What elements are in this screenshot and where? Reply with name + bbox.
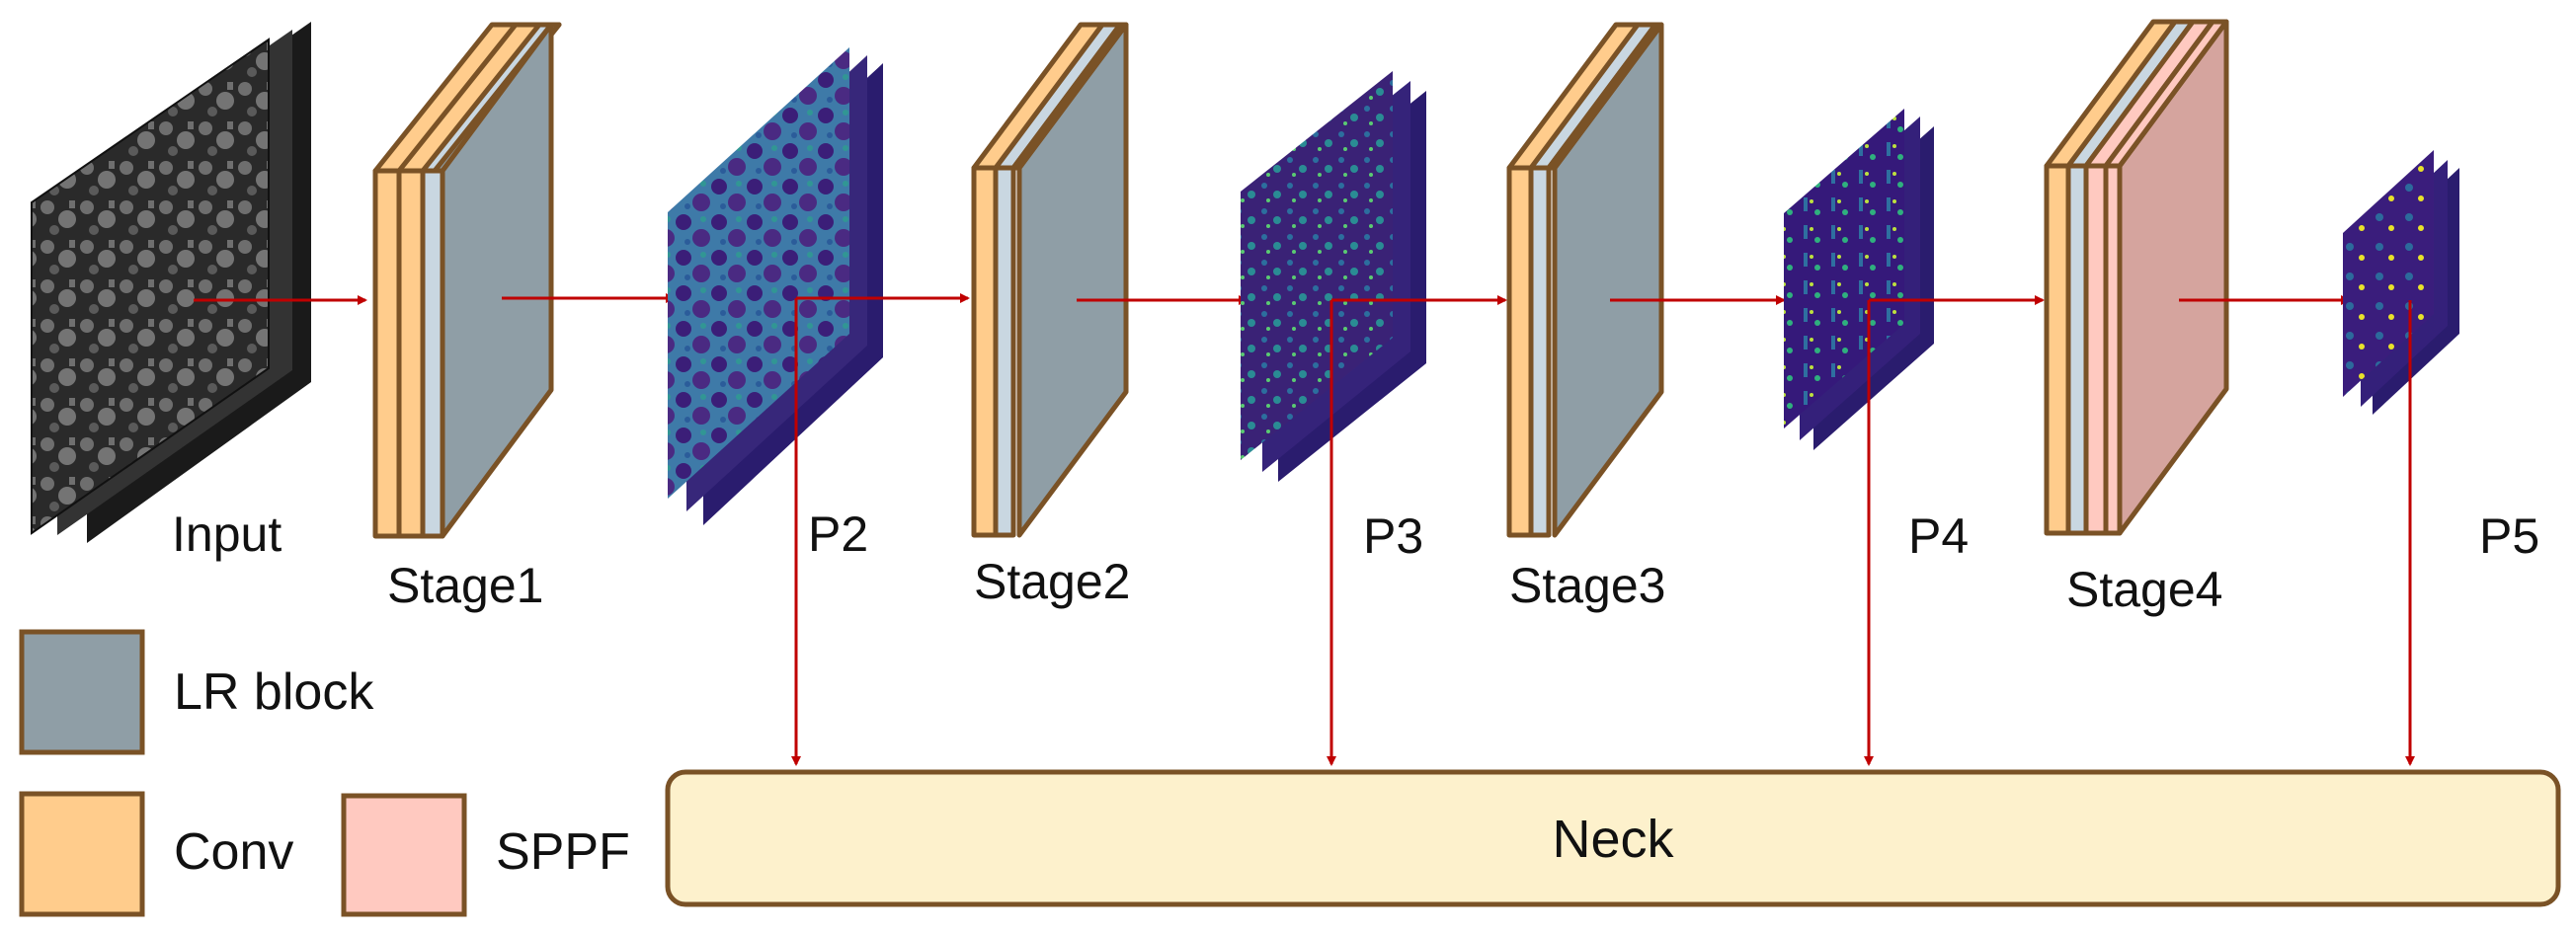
legend-lr-block-label: LR block: [174, 663, 374, 721]
legend-sppf-swatch: [341, 793, 467, 917]
stage3-label: Stage3: [1509, 558, 1665, 613]
stage4-block: [2044, 19, 2229, 536]
legend-conv-swatch: [19, 791, 145, 917]
p2-label: P2: [808, 506, 868, 562]
p3-feature-map-stack: [1241, 71, 1426, 482]
legend-sppf-label: SPPF: [496, 823, 630, 881]
p2-feature-map-stack: [668, 47, 883, 525]
p2-map-layer-1: [668, 47, 849, 499]
p5-feature-map-stack: [2343, 150, 2459, 415]
legend-conv-label: Conv: [174, 823, 293, 881]
stage3-block: [1506, 22, 1664, 538]
legend-lr-block-swatch: [19, 629, 145, 755]
stage2-block: [971, 22, 1129, 538]
neck-block: [665, 769, 2561, 907]
stage2-label: Stage2: [974, 554, 1130, 609]
input-label: Input: [172, 506, 282, 562]
p3-map-layer-1: [1241, 71, 1393, 460]
legend: LR block Conv SPPF: [19, 629, 630, 917]
p5-label: P5: [2479, 508, 2539, 564]
p4-label: P4: [1908, 508, 1969, 564]
p3-label: P3: [1363, 508, 1423, 564]
p4-feature-map-stack: [1784, 109, 1934, 450]
stage4-label: Stage4: [2066, 562, 2222, 617]
stage1-label: Stage1: [387, 558, 543, 613]
input-image-stack: [31, 22, 311, 543]
input-image-layer-1: [31, 38, 270, 535]
stage1-block: [372, 22, 562, 539]
neck-label: Neck: [1552, 810, 1674, 869]
p4-map-layer-1: [1784, 109, 1904, 428]
p5-map-layer-1: [2343, 150, 2434, 397]
